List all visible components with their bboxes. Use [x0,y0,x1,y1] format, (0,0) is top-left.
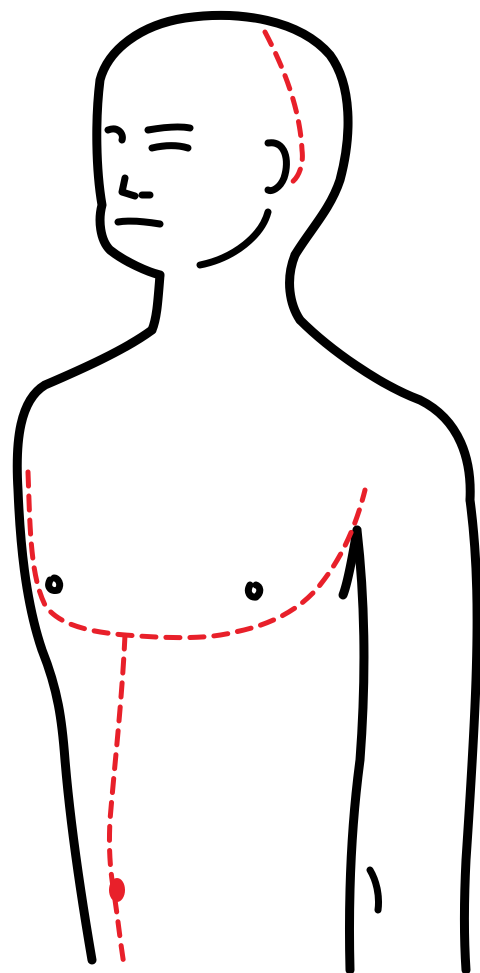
head-outline [97,15,348,275]
left-shoulder-and-side [17,330,152,960]
neck-left [152,275,160,330]
nose [122,178,135,196]
left-nipple [49,578,60,591]
brow-right [148,127,190,130]
chest-incision [28,472,365,638]
neck [152,255,300,330]
incision-lines [28,32,365,965]
head [97,15,348,275]
arm-crease [370,870,379,910]
mouth [118,221,160,224]
eye [152,146,188,148]
neck-right [290,255,300,320]
brow-left [108,129,122,140]
midline-incision [109,635,125,965]
jaw-line [200,212,268,265]
ear [268,143,286,191]
right-arm-outer [465,500,478,970]
right-nipple [248,585,259,597]
right-shoulder-and-arm [300,320,470,500]
incision-drop [109,878,125,902]
nipples [49,578,260,597]
right-torso-side [349,530,363,970]
torso [17,320,477,970]
